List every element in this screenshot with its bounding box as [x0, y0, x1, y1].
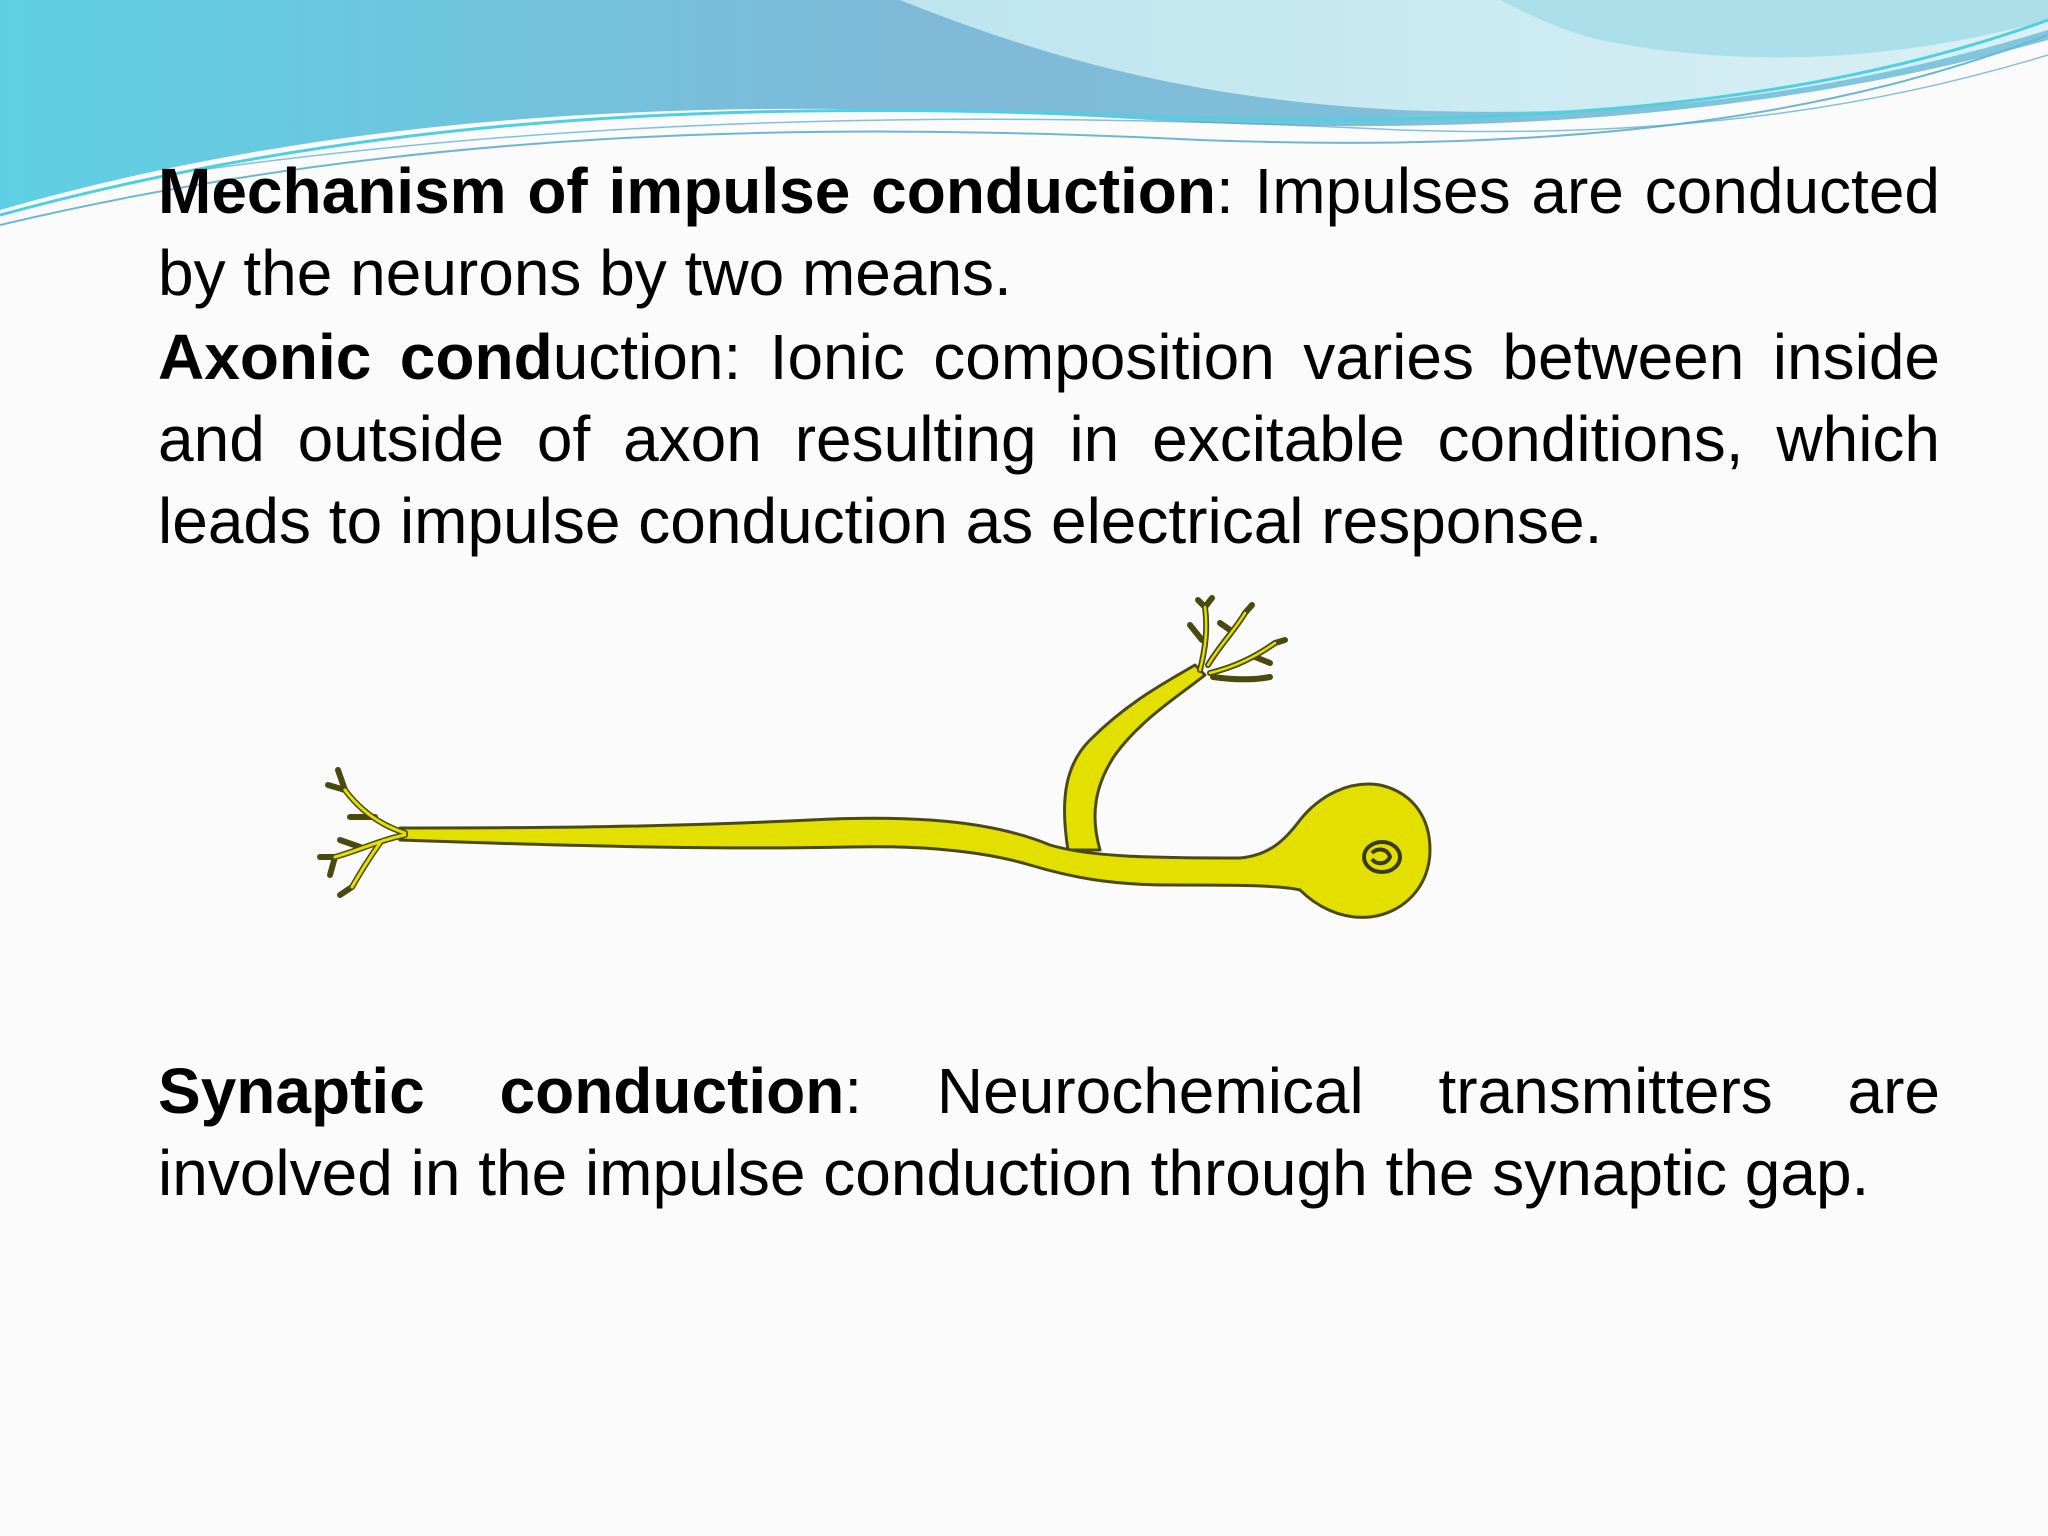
wave-banner [0, 0, 2048, 226]
synaptic-body: : Neurochemical transmitters are involve… [158, 1055, 1940, 1209]
axonic-body: uction: Ionic composition varies between… [158, 321, 1941, 557]
neuron-illustration [317, 595, 1432, 919]
neuron-terminal-branches-fill [333, 788, 407, 889]
axonic-paragraph: Axonic conduction: Ionic composition var… [158, 316, 1940, 562]
neuron-axon [398, 782, 1432, 919]
mechanism-paragraph: Mechanism of impulse conduction: Impulse… [158, 150, 1940, 314]
neuron-terminal-branches [317, 767, 408, 898]
synaptic-term: Synaptic conduction [158, 1055, 845, 1127]
mechanism-body: : Impulses are conducted by the neurons … [158, 155, 1940, 309]
synaptic-paragraph: Synaptic conduction: Neurochemical trans… [158, 1050, 1940, 1214]
axonic-term: Axonic cond [158, 321, 553, 393]
neuron-dendrite-branch [1063, 663, 1207, 852]
neuron-nucleus [1362, 840, 1402, 874]
mechanism-term: Mechanism of impulse conduction [158, 155, 1216, 227]
neuron-dendrite-tips-fill [1198, 605, 1277, 675]
